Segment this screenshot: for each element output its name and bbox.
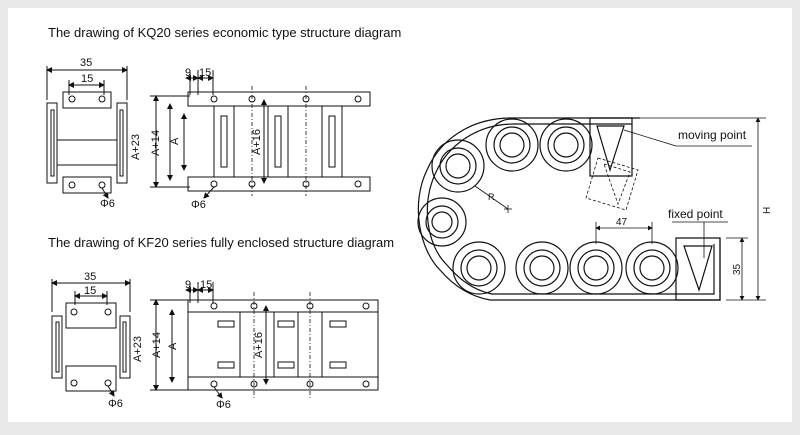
- kq20-dim-15: 15: [81, 73, 93, 85]
- kf20-dim-15: 15: [84, 285, 96, 297]
- fixed-height-35: 35: [732, 263, 743, 275]
- kq20-end-view: [46, 66, 128, 199]
- kf20-dim-a16: A+16: [253, 332, 265, 358]
- kq20-centerlines: [251, 86, 307, 196]
- kf20-side-view: [150, 282, 379, 399]
- kq20-side-dim-phi6: Φ6: [191, 199, 206, 211]
- kf20-end-view: [51, 279, 131, 397]
- height-h: H: [762, 207, 773, 214]
- kq20-dim-35: 35: [80, 57, 92, 69]
- title-kq20: The drawing of KQ20 series economic type…: [48, 25, 401, 40]
- height-dimension: [640, 117, 766, 301]
- kf20-dim-a14: A+14: [151, 332, 163, 358]
- moving-point-label: moving point: [678, 128, 747, 142]
- kq20-dim-a: A: [169, 137, 181, 145]
- drawing-panel: [8, 8, 792, 422]
- radius-label: R: [488, 192, 495, 202]
- kq20-dim-phi6: Φ6: [100, 198, 115, 210]
- radius-indicator: [474, 185, 512, 213]
- title-kf20: The drawing of KF20 series fully enclose…: [48, 235, 394, 250]
- kf20-dim-a23: A+23: [132, 336, 144, 362]
- chain-assembly: [417, 117, 721, 301]
- kf20-side-dim-phi6: Φ6: [216, 399, 231, 411]
- kq20-side-dim-15: 15: [199, 67, 211, 79]
- kq20-side-dim-9: 9: [185, 67, 191, 79]
- moving-bracket-ghost: [585, 157, 639, 211]
- kf20-dim-a: A: [167, 342, 179, 350]
- kq20-dim-a14: A+14: [150, 130, 162, 156]
- fixed-point-leader: [672, 221, 728, 258]
- kq20-dim-a23: A+23: [130, 134, 142, 160]
- kf20-side-dim-15: 15: [200, 279, 212, 291]
- kf20-dim-35: 35: [84, 271, 96, 283]
- kq20-side-view: [150, 70, 371, 199]
- pitch-dimension: [595, 222, 653, 244]
- fixed-height-dimension: [726, 237, 748, 301]
- moving-point-leader: [623, 129, 752, 147]
- fixed-point-label: fixed point: [668, 207, 723, 221]
- kq20-dim-a16: A+16: [251, 129, 263, 155]
- kf20-dim-phi6: Φ6: [108, 398, 123, 410]
- pitch-47: 47: [616, 217, 628, 228]
- kf20-side-dim-9: 9: [185, 279, 191, 291]
